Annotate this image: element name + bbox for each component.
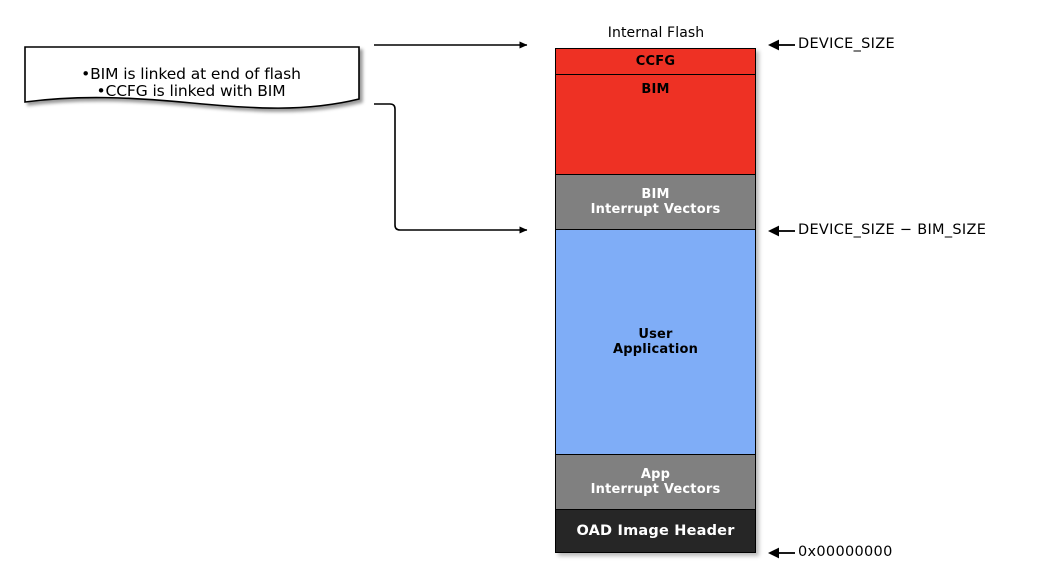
callout-line-2: •CCFG is linked with BIM (96, 82, 286, 100)
address-label-zero: 0x00000000 (798, 544, 893, 560)
callout-text-block: •BIM is linked at end of flash •CCFG is … (24, 66, 358, 100)
memory-segment-ccfg: CCFG (555, 48, 756, 75)
segment-label-user-application: User Application (612, 327, 699, 357)
address-label-device-size: DEVICE_SIZE (798, 36, 895, 52)
arrow-left-icon-zero-address (768, 547, 795, 559)
memory-segment-bim: BIM (555, 75, 756, 175)
segment-label-oad-image-header: OAD Image Header (576, 522, 735, 539)
arrow-ccfg-to-bim-boundary (374, 103, 528, 234)
arrow-left-icon-device-size-minus-bim-size (768, 225, 795, 237)
connector-arrows (374, 41, 528, 234)
callout-line-1: •BIM is linked at end of flash (81, 65, 301, 83)
memory-segment-user-application: User Application (555, 230, 756, 455)
arrow-left-icon-device-size (768, 39, 795, 51)
callout-document-path (24, 46, 360, 109)
memory-segment-bim-interrupt-vectors: BIM Interrupt Vectors (555, 175, 756, 230)
address-label-device-size-minus-bim-size: DEVICE_SIZE − BIM_SIZE (798, 222, 987, 238)
segment-label-app-interrupt-vectors: App Interrupt Vectors (590, 467, 721, 497)
internal-flash-memory-map: CCFG BIM BIM Interrupt Vectors User Appl… (555, 48, 756, 553)
memory-segment-oad-image-header: OAD Image Header (555, 510, 756, 553)
callout-shape (24, 46, 360, 109)
linker-notes-callout: •BIM is linked at end of flash •CCFG is … (24, 46, 360, 109)
segment-label-bim: BIM (641, 82, 670, 97)
memory-segment-app-interrupt-vectors: App Interrupt Vectors (555, 455, 756, 510)
segment-label-bim-interrupt-vectors: BIM Interrupt Vectors (590, 187, 721, 217)
page-title: Internal Flash (607, 25, 705, 41)
segment-label-ccfg: CCFG (635, 54, 676, 69)
